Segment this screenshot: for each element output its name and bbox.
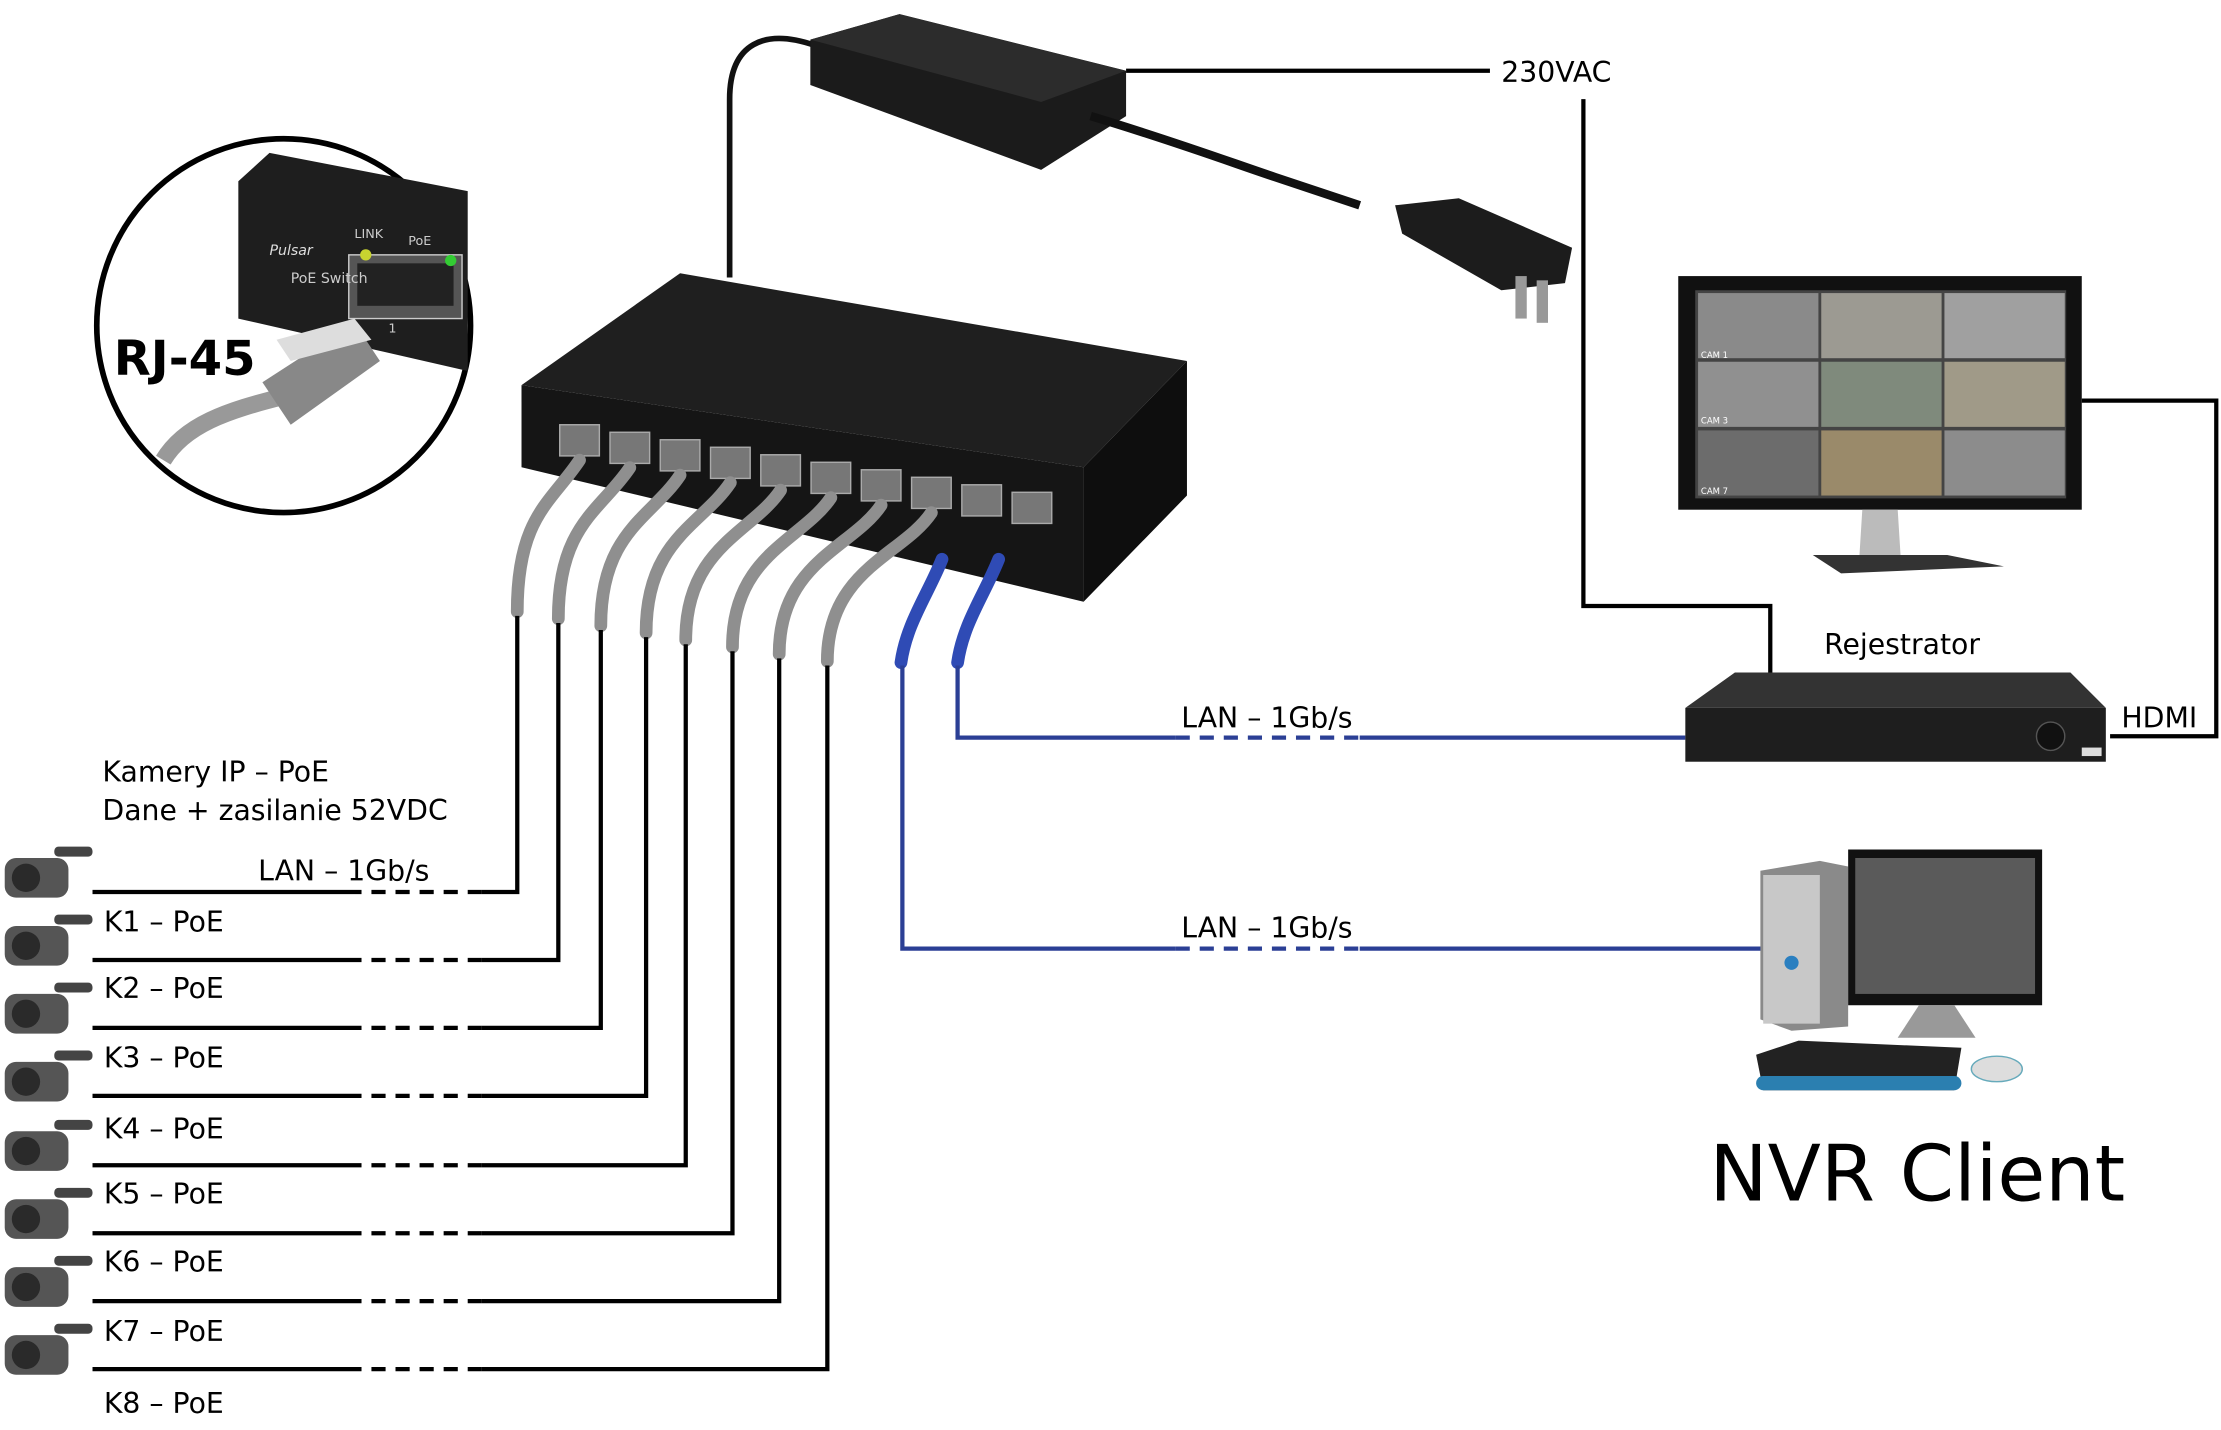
camera-view-tile <box>1944 293 2065 359</box>
power-adapter <box>726 14 1362 278</box>
switch-port <box>659 439 701 472</box>
client-label: NVR Client <box>1709 1130 2125 1220</box>
camera-label: K6 – PoE <box>104 1245 224 1278</box>
ip-camera-icon <box>4 982 93 1034</box>
camera-view-tile <box>1944 361 2065 427</box>
camera-lens <box>11 1067 41 1096</box>
camera-cable <box>679 483 787 647</box>
ip-camera-icon <box>4 914 93 966</box>
camera-cable <box>594 468 687 633</box>
camera-mount <box>54 846 93 857</box>
camera-wire <box>481 644 688 1168</box>
switch-port <box>860 469 902 502</box>
camera-view-tile <box>1698 293 1819 359</box>
camera-label: K8 – PoE <box>104 1387 224 1420</box>
camera-view-tile <box>1821 430 1942 496</box>
camera-mount <box>54 1187 93 1198</box>
camera-view-tile <box>1698 361 1819 427</box>
camera-label: K7 – PoE <box>104 1315 224 1348</box>
inset-port-number: 1 <box>388 322 396 337</box>
camera-cable <box>820 506 938 668</box>
rj45-inset: Pulsar PoE Switch LINK PoE 1 RJ-45 <box>93 135 474 516</box>
camera-lens <box>11 1136 41 1166</box>
switch-port <box>810 461 852 495</box>
camera-lens <box>11 1272 41 1302</box>
camera-mount <box>54 982 93 993</box>
camera-mount <box>54 1323 93 1334</box>
ip-camera-icon <box>4 1119 93 1171</box>
ip-camera-icon <box>4 1050 93 1102</box>
recorder-lan-label: LAN – 1Gb/s <box>1181 702 1352 735</box>
switch-port <box>961 484 1003 517</box>
client-lan-wire <box>900 665 1764 951</box>
cameras-lan-label: LAN – 1Gb/s <box>258 855 429 888</box>
cameras-title: Kamery IP – PoE <box>102 756 329 789</box>
cam-label: CAM 1 <box>1701 351 1728 361</box>
poe-switch <box>521 273 1187 602</box>
camera-view-tile <box>1821 361 1942 427</box>
camera-lens <box>11 999 41 1028</box>
power-wire <box>1126 68 1773 674</box>
camera-wire <box>481 622 561 963</box>
camera-wire <box>481 637 649 1098</box>
camera-label: K3 – PoE <box>104 1042 224 1075</box>
switch-port <box>1011 491 1053 525</box>
ip-camera-icon <box>4 1187 93 1239</box>
camera-mount <box>54 1119 93 1130</box>
switch-port <box>910 476 952 510</box>
camera-wire <box>481 665 830 1372</box>
recorder-device <box>1685 672 2106 762</box>
switch-port <box>709 446 751 480</box>
camera-view-tile <box>1944 430 2065 496</box>
camera-mount <box>54 1255 93 1266</box>
camera-cable <box>772 498 888 661</box>
ip-camera-icon <box>4 1255 93 1307</box>
inset-led-link: LINK <box>354 227 383 242</box>
switch-port <box>559 424 601 457</box>
camera-label: K4 – PoE <box>104 1112 224 1145</box>
camera-label: K2 – PoE <box>104 972 224 1005</box>
camera-cable <box>510 453 586 619</box>
camera-lens <box>11 1204 41 1234</box>
camera-mount <box>54 914 93 925</box>
hdmi-wire <box>2081 398 2219 739</box>
ip-camera-icon <box>4 1323 93 1375</box>
hdmi-label: HDMI <box>2121 702 2197 735</box>
camera-cable <box>726 491 838 654</box>
camera-lens <box>11 931 41 960</box>
camera-lens <box>11 1340 41 1370</box>
camera-cable <box>639 476 737 640</box>
camera-wire <box>481 651 735 1236</box>
inset-led-poe: PoE <box>408 234 431 249</box>
recorder-lan-wire <box>955 665 1686 740</box>
camera-wire <box>481 615 520 895</box>
camera-wire <box>481 658 782 1304</box>
camera-mount <box>54 1050 93 1061</box>
power-label: 230VAC <box>1501 56 1611 89</box>
rj45-label: RJ-45 <box>114 331 256 387</box>
camera-wire <box>481 630 603 1031</box>
power-plug-icon <box>1395 198 1573 323</box>
cameras-subtitle: Dane + zasilanie 52VDC <box>102 794 447 827</box>
recorder-label: Rejestrator <box>1824 628 1980 661</box>
cam-label: CAM 7 <box>1701 487 1728 497</box>
camera-view-tile <box>1698 430 1819 496</box>
camera-view-tile <box>1821 293 1942 359</box>
uplink-cables <box>894 552 1006 669</box>
camera-lens <box>11 863 41 892</box>
camera-cable <box>551 461 637 626</box>
switch-port <box>609 431 651 465</box>
nvr-client-computer <box>1756 849 2043 1091</box>
inset-device-text: PoE Switch <box>291 271 368 287</box>
switch-port <box>760 454 802 487</box>
inset-logo: Pulsar <box>269 243 313 259</box>
client-lan-label: LAN – 1Gb/s <box>1181 911 1352 944</box>
cam-label: CAM 3 <box>1701 416 1728 426</box>
camera-label: K1 – PoE <box>104 906 224 939</box>
camera-label: K5 – PoE <box>104 1177 224 1210</box>
monitor: CAM 1 CAM 3 CAM 7 <box>1678 276 2082 574</box>
ip-camera-icon <box>4 846 93 898</box>
switch-ports <box>559 424 1053 525</box>
